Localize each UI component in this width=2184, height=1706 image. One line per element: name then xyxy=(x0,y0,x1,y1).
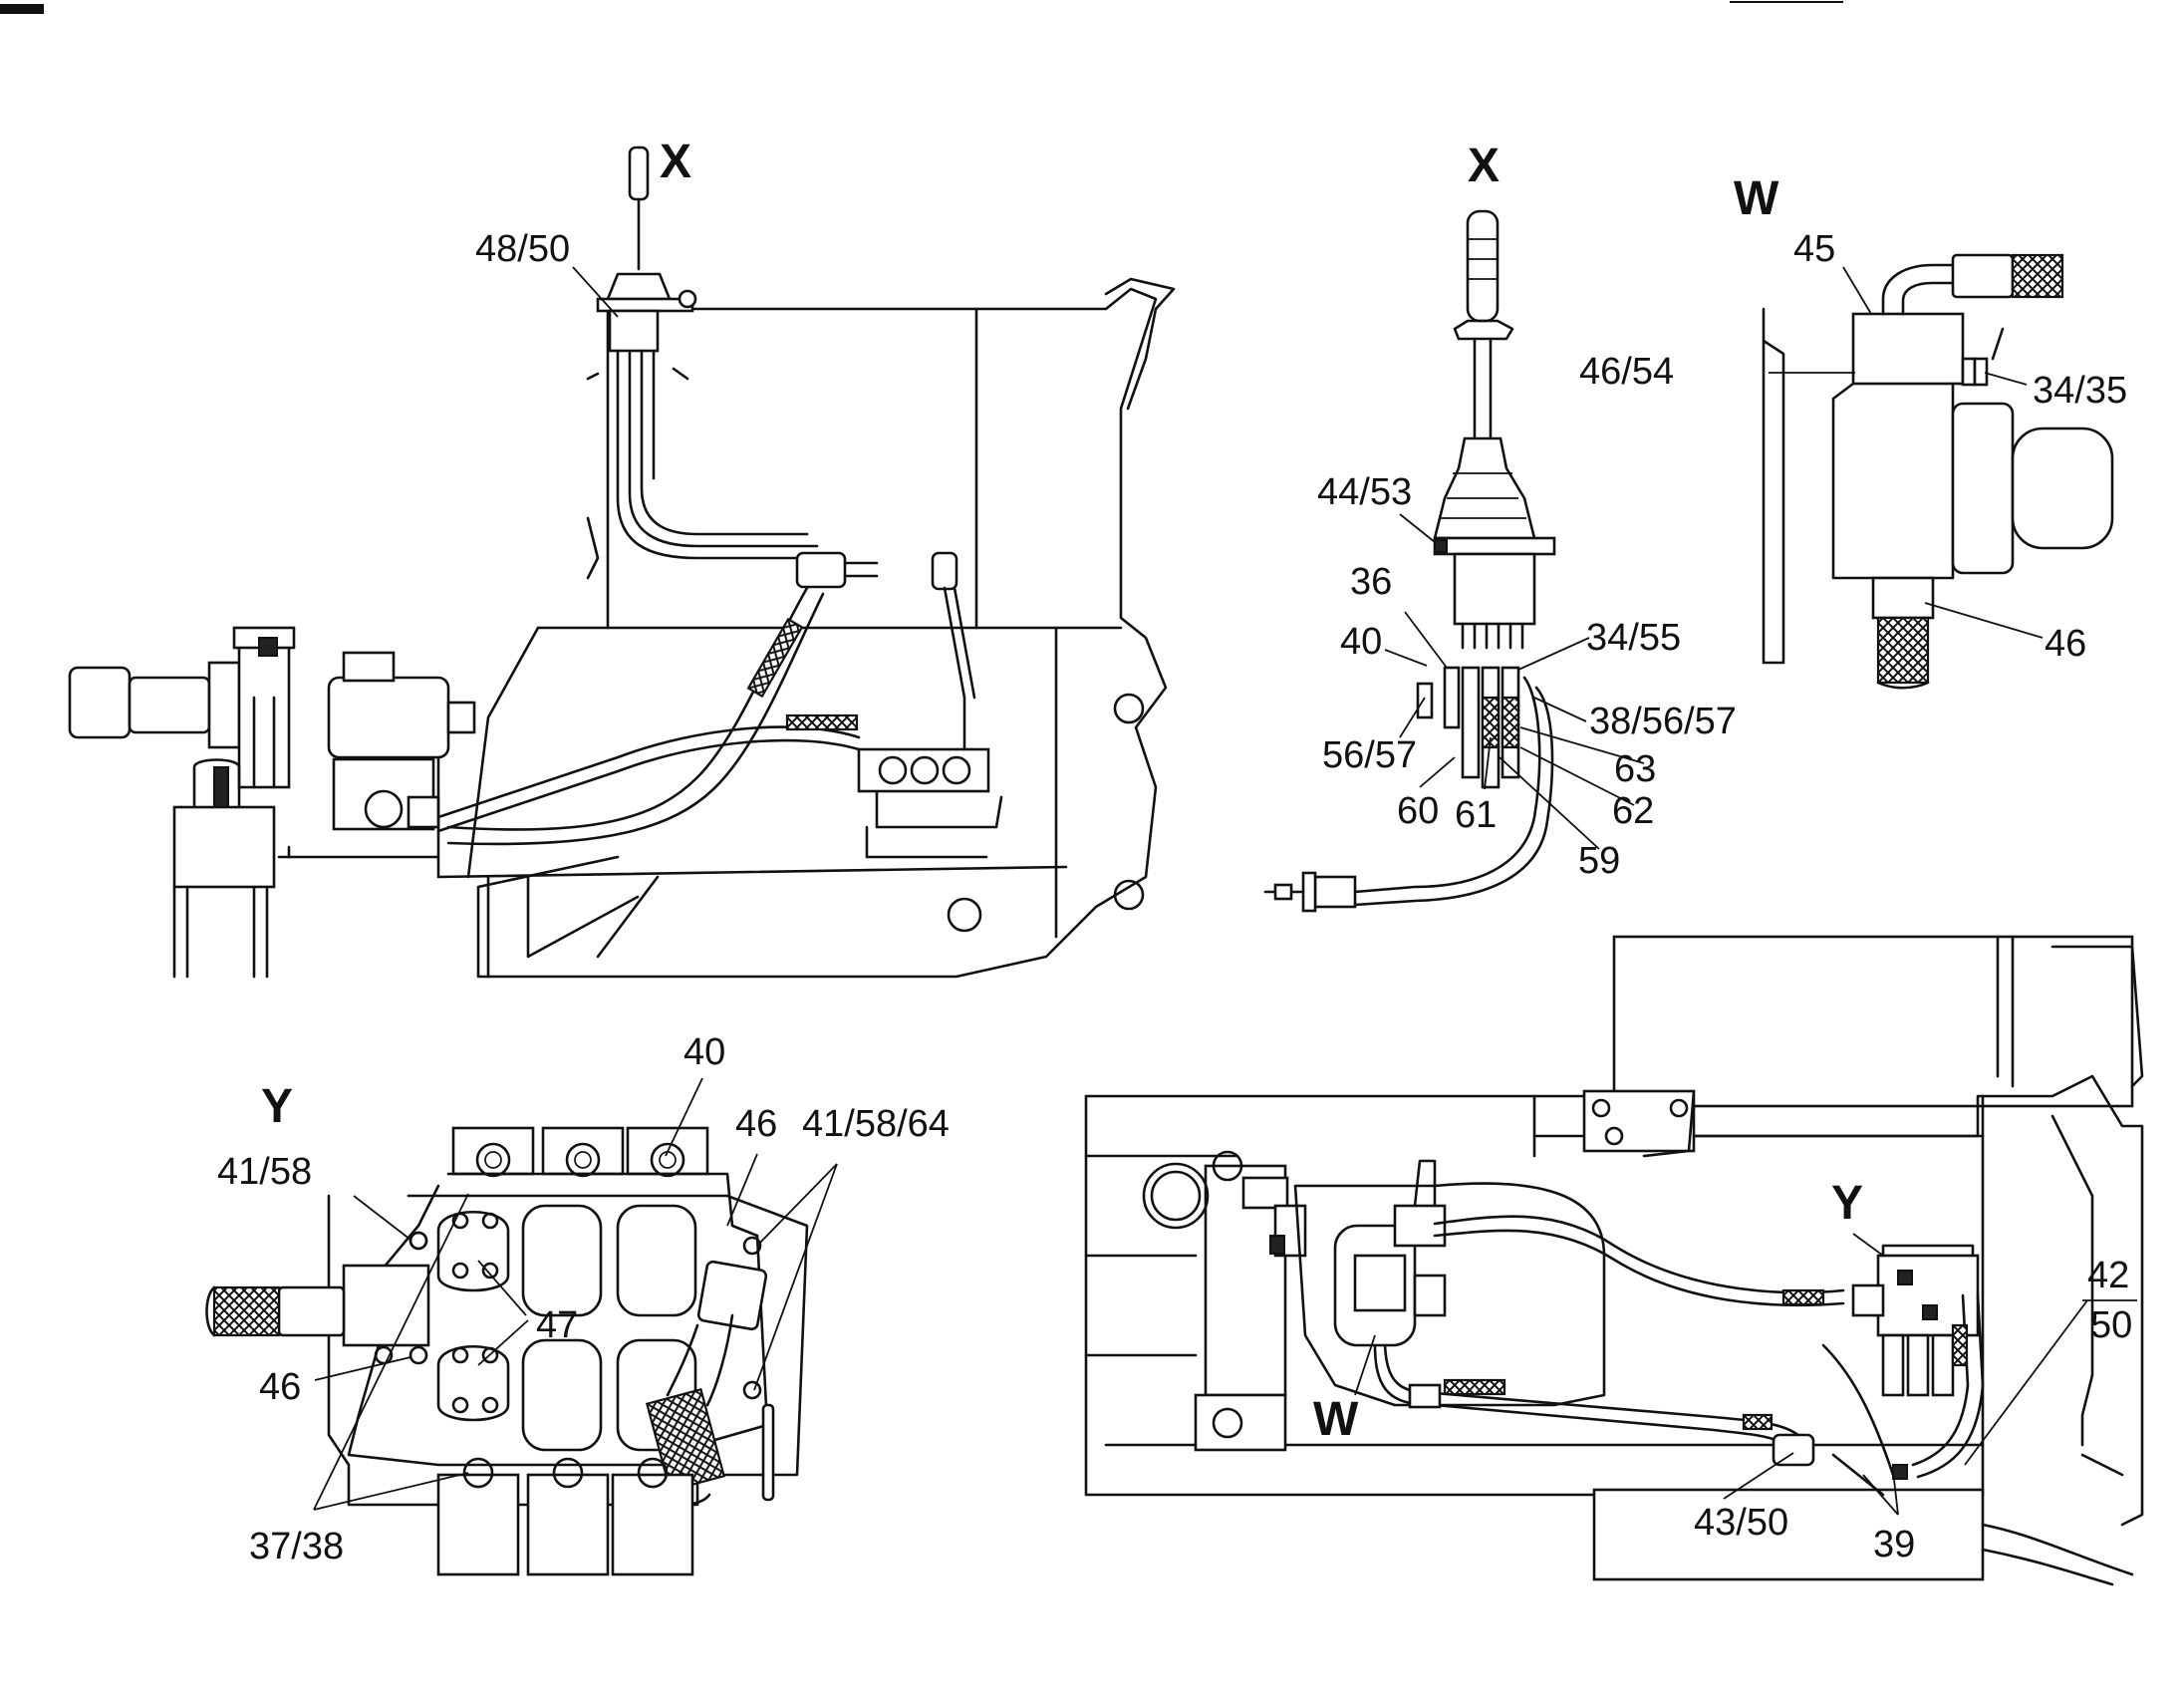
callout-60: 60 xyxy=(1397,790,1439,832)
callout-38-56-57: 38/56/57 xyxy=(1589,701,1737,742)
callout-48-50: 48/50 xyxy=(475,228,570,270)
callout-41-58: 41/58 xyxy=(217,1151,312,1193)
view-machine-side xyxy=(68,145,1176,979)
view-label-y-underside: Y xyxy=(1831,1177,1863,1230)
view-label-y-detail: Y xyxy=(261,1080,293,1133)
callout-34-35: 34/35 xyxy=(2033,370,2127,412)
callout-44-53: 44/53 xyxy=(1317,471,1412,513)
callout-43-50: 43/50 xyxy=(1694,1502,1788,1544)
callout-41-58-64: 41/58/64 xyxy=(802,1103,950,1145)
callout-45: 45 xyxy=(1793,228,1835,270)
callout-56-57: 56/57 xyxy=(1322,734,1417,776)
view-w-detail xyxy=(1762,253,2114,690)
leader-lines xyxy=(313,266,2137,1516)
callout-62: 62 xyxy=(1612,790,1654,832)
callout-59: 59 xyxy=(1578,840,1620,882)
callout-46-valve-top: 46 xyxy=(735,1103,777,1145)
callout-40-valve: 40 xyxy=(683,1031,725,1073)
callout-39: 39 xyxy=(1873,1524,1915,1565)
callout-34-55: 34/55 xyxy=(1586,617,1681,659)
callout-42: 42 xyxy=(2087,1255,2129,1296)
callout-40-joystick: 40 xyxy=(1340,621,1382,663)
view-joystick-detail xyxy=(1263,209,1556,913)
callout-46-w: 46 xyxy=(2045,623,2086,665)
view-label-x-detail: X xyxy=(1468,140,1500,192)
view-machine-underside xyxy=(1084,935,2144,1586)
callout-50: 50 xyxy=(2090,1304,2132,1346)
callout-46-54: 46/54 xyxy=(1579,351,1674,393)
callout-47: 47 xyxy=(536,1304,578,1346)
callout-36: 36 xyxy=(1350,561,1392,603)
callout-37-38: 37/38 xyxy=(249,1526,344,1567)
callout-61: 61 xyxy=(1455,794,1497,836)
callout-63: 63 xyxy=(1614,748,1656,790)
view-y-valve xyxy=(205,1126,809,1576)
callout-46-valve-left: 46 xyxy=(259,1366,301,1408)
view-label-w-underside: W xyxy=(1313,1393,1359,1446)
view-label-w-detail: W xyxy=(1734,172,1779,225)
view-label-x-left: X xyxy=(660,136,691,188)
corner-mark xyxy=(0,4,44,14)
